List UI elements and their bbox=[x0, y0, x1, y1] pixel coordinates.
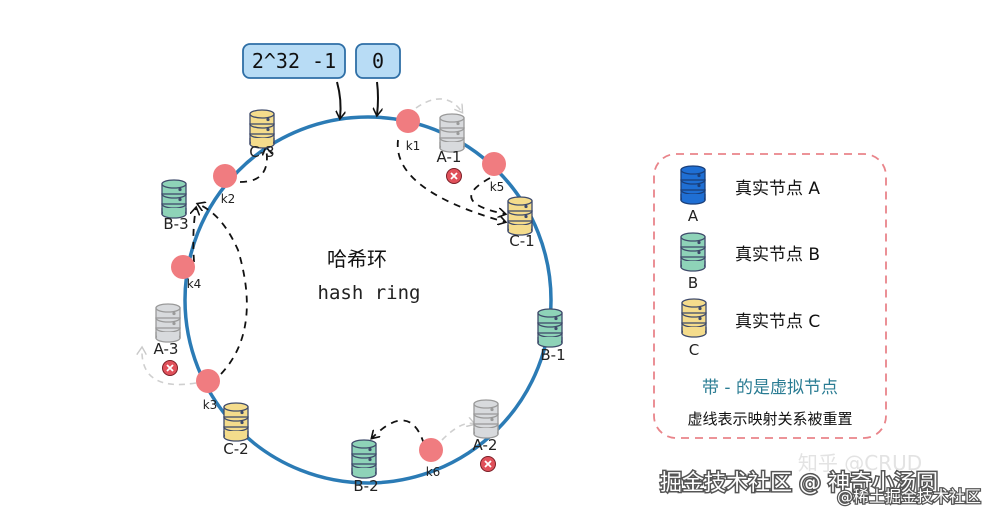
key-label: k2 bbox=[221, 192, 236, 206]
database-icon bbox=[537, 308, 563, 348]
node-label: A-2 bbox=[473, 436, 498, 454]
legend-virtual-note: 带 - 的是虚拟节点 bbox=[702, 378, 838, 398]
key-k5: k5 bbox=[482, 152, 506, 194]
database-icon bbox=[507, 196, 533, 236]
key-dot bbox=[171, 255, 195, 279]
key-dot bbox=[213, 164, 237, 188]
removed-icon bbox=[446, 168, 462, 184]
database-icon bbox=[223, 402, 249, 442]
server-nodes: C-3 A-1C-1 B-3A-3 B-1C-2B-2 A-2 bbox=[154, 109, 566, 495]
key-label: k5 bbox=[490, 180, 505, 194]
k6-to-b2-arrow bbox=[372, 419, 425, 445]
legend-item-b-label: 真实节点 B bbox=[735, 245, 820, 265]
k5-to-c1-arrow bbox=[470, 177, 505, 214]
node-b-1: B-1 bbox=[537, 308, 566, 364]
zero-label: 0 bbox=[372, 49, 384, 73]
max-value-label: 2^32 -1 bbox=[252, 49, 336, 73]
zero-arrow bbox=[377, 81, 378, 115]
k1-to-a1-old-arrow bbox=[415, 98, 462, 112]
node-c-2: C-2 bbox=[223, 402, 249, 458]
legend-node-a-icon bbox=[680, 165, 706, 205]
watermark-main: 掘金技术社区 @ 神奇小汤圆 bbox=[660, 471, 938, 496]
node-label: A-1 bbox=[437, 148, 462, 166]
legend-item-c-label: 真实节点 C bbox=[735, 312, 820, 332]
ring-subtitle: hash ring bbox=[318, 282, 421, 304]
ring-title: 哈希环 bbox=[327, 247, 387, 271]
database-icon bbox=[351, 439, 377, 479]
node-label: C-2 bbox=[223, 440, 248, 458]
k3-to-a3-old-arrow bbox=[142, 348, 197, 386]
legend-node-b-icon bbox=[680, 232, 706, 272]
key-k4: k4 bbox=[171, 255, 201, 291]
database-icon bbox=[473, 399, 499, 439]
key-dot bbox=[419, 438, 443, 462]
hash-ring bbox=[183, 115, 553, 485]
watermark-corner: @稀土掘金技术社区 bbox=[837, 487, 981, 506]
k3-to-b3-arrow bbox=[198, 204, 248, 375]
faint-watermark: 知乎 @CRUD bbox=[798, 451, 922, 475]
database-icon bbox=[161, 179, 187, 219]
node-a-1: A-1 bbox=[437, 113, 465, 184]
key-k3: k3 bbox=[196, 369, 220, 412]
node-label: C-3 bbox=[249, 143, 274, 161]
database-icon bbox=[439, 113, 465, 153]
key-label: k4 bbox=[187, 277, 202, 291]
max-value-arrow bbox=[337, 81, 341, 118]
legend-border bbox=[653, 153, 887, 439]
node-label: B-3 bbox=[163, 215, 188, 233]
removed-icon bbox=[162, 360, 178, 376]
key-dot bbox=[196, 369, 220, 393]
node-label: C-1 bbox=[509, 232, 534, 250]
legend: 真实节点 A 真实节点 B 真实节点 C A B C 带 - 的是虚拟节点 虚线… bbox=[653, 153, 887, 439]
legend-item-a-label: 真实节点 A bbox=[735, 179, 820, 199]
key-k6: k6 bbox=[419, 438, 443, 479]
zero-box: 0 bbox=[355, 43, 401, 79]
node-label: A-3 bbox=[154, 340, 179, 358]
node-a-2: A-2 bbox=[473, 399, 499, 472]
legend-item-b-name: B bbox=[688, 274, 698, 292]
k6-to-a2-old-arrow bbox=[441, 423, 474, 441]
node-a-3: A-3 bbox=[154, 303, 181, 376]
legend-node-c-icon bbox=[681, 298, 707, 338]
key-k2: k2 bbox=[213, 164, 237, 206]
node-label: B-1 bbox=[540, 346, 565, 364]
key-dot bbox=[396, 109, 420, 133]
k2-to-c3-arrow bbox=[239, 148, 267, 183]
legend-item-c-name: C bbox=[689, 341, 699, 359]
k1-to-c1-arrow bbox=[396, 139, 505, 222]
k4-to-b3-arrow bbox=[193, 208, 196, 263]
key-label: k3 bbox=[203, 398, 218, 412]
node-b-3: B-3 bbox=[161, 179, 189, 233]
max-value-box: 2^32 -1 bbox=[242, 43, 346, 79]
legend-dashed-note: 虚线表示映射关系被重置 bbox=[687, 410, 852, 428]
node-b-2: B-2 bbox=[351, 439, 379, 495]
hash-keys: k1 k2 k3 k4 k5 k6 bbox=[171, 109, 506, 479]
key-k1: k1 bbox=[396, 109, 420, 153]
key-label: k6 bbox=[426, 465, 441, 479]
removed-icon bbox=[480, 456, 496, 472]
node-c-3: C-3 bbox=[249, 109, 275, 161]
legend-item-a-name: A bbox=[688, 207, 699, 225]
mapping-arrows bbox=[142, 98, 505, 445]
database-icon bbox=[249, 109, 275, 149]
database-icon bbox=[155, 303, 181, 343]
key-label: k1 bbox=[406, 139, 421, 153]
node-c-1: C-1 bbox=[507, 196, 535, 250]
key-dot bbox=[482, 152, 506, 176]
node-label: B-2 bbox=[353, 477, 378, 495]
